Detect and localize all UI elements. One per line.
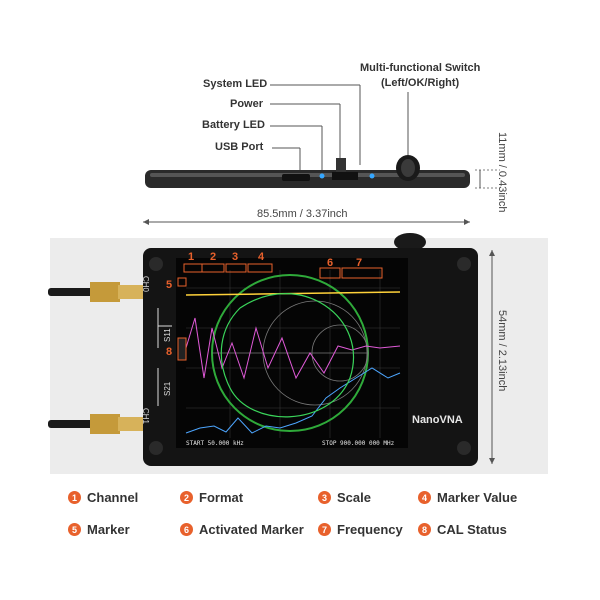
legend-item-marker: 5 Marker [68,522,130,537]
stop-frequency: STOP 900.000 000 MHz [322,440,395,447]
legend-item-cal-status: 8 CAL Status [418,522,507,537]
battery-led-label: Battery LED [202,119,265,131]
legend-item-activated-marker: 6 Activated Marker [180,522,304,537]
device-brand: NanoVNA [412,414,463,426]
usb-port-label: USB Port [215,141,264,153]
power-label: Power [230,98,264,110]
legend-label-scale: Scale [337,490,371,505]
screen-callout-7: 7 [356,257,363,269]
system-led-label: System LED [203,78,268,90]
legend-item-format: 2 Format [180,490,243,505]
front-view-graphic [48,233,548,474]
height-dimension: 54mm / 2.13inch [496,310,508,392]
legend-label-format: Format [199,490,244,505]
screen-callout-6: 6 [327,257,334,269]
screen-callout-5: 5 [166,279,173,291]
legend-label-activated-marker: Activated Marker [199,522,304,537]
ch0-label: CH0 [141,276,150,293]
legend-label-frequency: Frequency [337,522,403,537]
screen-callout-8: 8 [166,346,173,358]
side-view-lines [143,84,500,225]
legend-number-2: 2 [180,491,193,504]
s11-label: S11 [163,328,172,342]
legend-label-marker: Marker [87,522,130,537]
screen-callout-1: 1 [188,251,195,263]
thickness-dimension: 11mm / 0.43inch [496,132,508,213]
screen-callout-4: 4 [258,251,265,263]
legend-number-6: 6 [180,523,193,536]
legend-number-3: 3 [318,491,331,504]
legend-item-marker-value: 4 Marker Value [418,490,517,505]
legend-item-frequency: 7 Frequency [318,522,403,537]
legend-label-cal-status: CAL Status [437,522,507,537]
legend-item-channel: 1 Channel [68,490,138,505]
width-dimension: 85.5mm / 3.37inch [257,208,348,220]
legend-label-marker-value: Marker Value [437,490,518,505]
screen-callout-3: 3 [232,251,239,263]
legend-number-8: 8 [418,523,431,536]
switch-label: Multi-functional Switch [360,62,481,74]
screen-callout-2: 2 [210,251,217,263]
legend-number-5: 5 [68,523,81,536]
legend-number-4: 4 [418,491,431,504]
ch1-label: CH1 [141,408,150,425]
height-dimension-line [489,250,495,464]
start-frequency: START 50.000 kHz [186,440,244,447]
s21-label: S21 [163,381,172,396]
legend-number-1: 1 [68,491,81,504]
legend-label-channel: Channel [87,490,139,505]
legend-item-scale: 3 Scale [318,490,371,505]
legend-number-7: 7 [318,523,331,536]
switch-sublabel: (Left/OK/Right) [381,77,460,89]
